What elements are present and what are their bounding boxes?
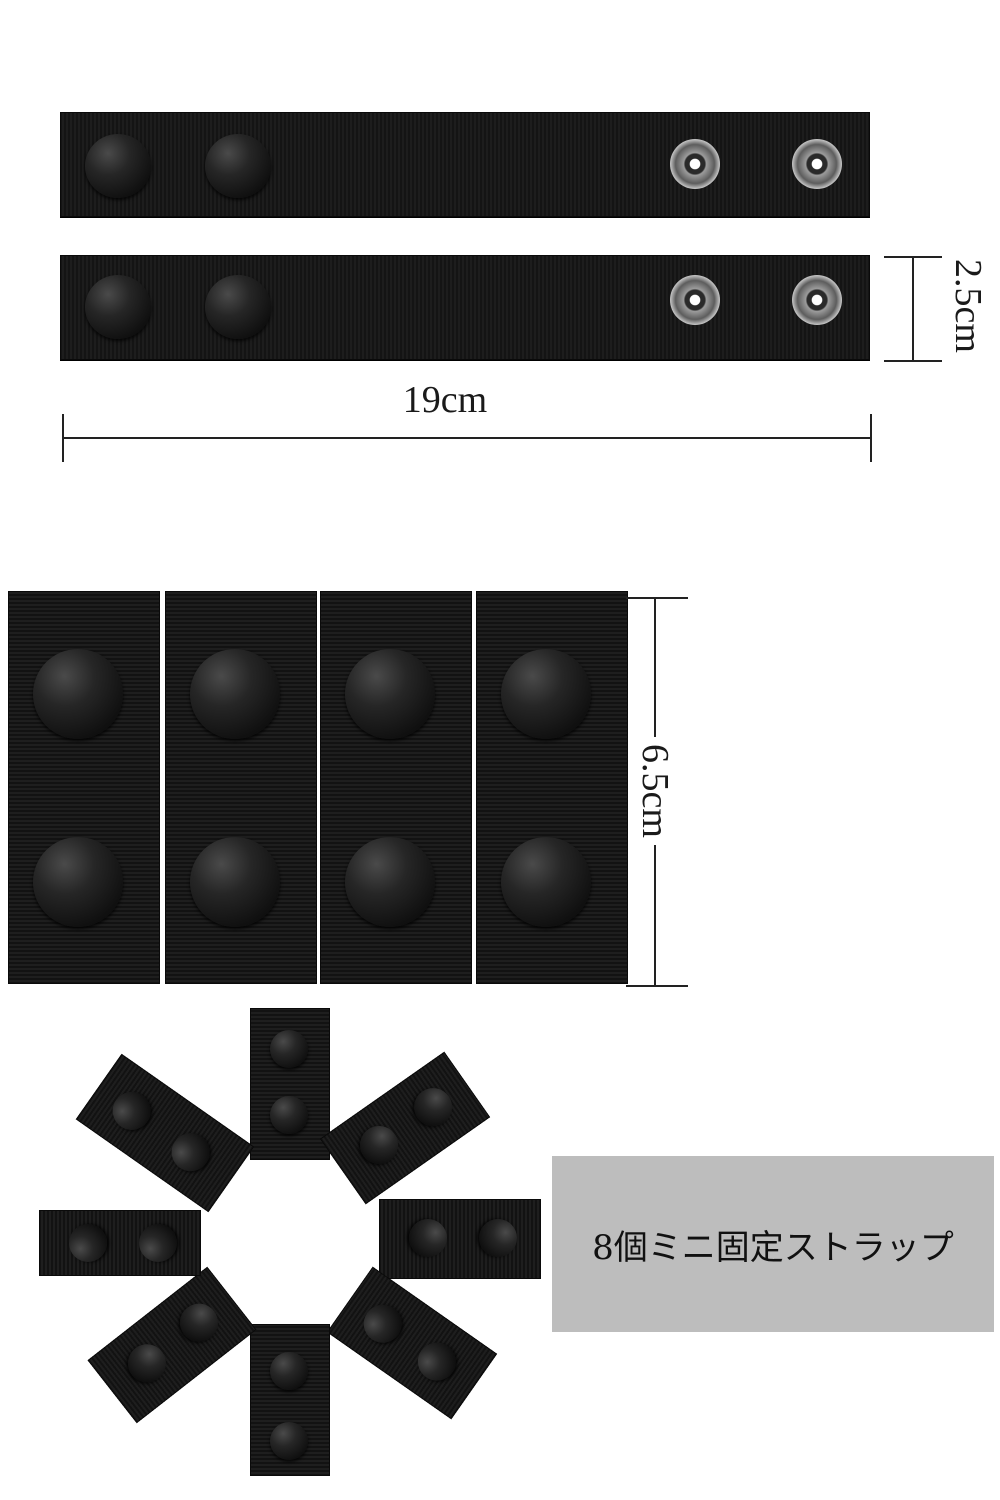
short-dimension-line-upper [654, 597, 656, 737]
snap-button-icon [270, 1352, 308, 1390]
short-dimension-top-tick [626, 597, 688, 599]
snap-button-icon [270, 1096, 308, 1134]
short-strap-2 [165, 591, 317, 984]
short-strap-4 [476, 591, 628, 984]
snap-button-icon [479, 1219, 517, 1257]
short-strap-3 [320, 591, 472, 984]
radial-strap-top-right [319, 1051, 491, 1205]
snap-button-icon [33, 837, 123, 927]
snap-button-icon [270, 1422, 308, 1460]
snap-button-icon [120, 1336, 174, 1390]
width-dimension-label: 2.5cm [947, 259, 989, 353]
short-dimension-bottom-tick [626, 985, 688, 987]
length-dimension-line [62, 437, 872, 439]
snap-button-icon [270, 1030, 308, 1068]
snap-button-icon [205, 275, 271, 339]
metal-eyelet-icon [670, 139, 720, 189]
snap-button-icon [501, 837, 591, 927]
snap-button-icon [33, 649, 123, 739]
snap-button-icon [164, 1125, 218, 1179]
short-dimension-label: 6.5cm [634, 744, 676, 838]
snap-button-icon [409, 1219, 447, 1257]
snap-button-icon [190, 649, 280, 739]
length-dimension-right-tick [870, 414, 872, 462]
snap-button-icon [501, 649, 591, 739]
metal-eyelet-icon [792, 139, 842, 189]
snap-button-icon [345, 837, 435, 927]
product-label-text: 8個ミニ固定ストラップ [592, 1227, 954, 1268]
radial-strap-top [250, 1008, 330, 1160]
long-strap-bottom [60, 255, 870, 360]
snap-button-icon [69, 1224, 107, 1262]
product-label-box: 8個ミニ固定ストラップ [552, 1156, 994, 1332]
radial-strap-left [39, 1210, 201, 1276]
radial-strap-bottom [250, 1324, 330, 1476]
width-dimension-line [912, 256, 914, 362]
snap-button-icon [172, 1295, 226, 1350]
short-strap-1 [8, 591, 160, 984]
short-dimension-line-lower [654, 845, 656, 987]
snap-button-icon [139, 1224, 177, 1262]
long-strap-top [60, 112, 870, 217]
snap-button-icon [410, 1335, 464, 1389]
snap-button-icon [190, 837, 280, 927]
radial-strap-top-left [75, 1053, 255, 1213]
length-dimension-label: 19cm [402, 379, 488, 421]
snap-button-icon [85, 134, 151, 198]
metal-eyelet-icon [792, 275, 842, 325]
snap-button-icon [105, 1084, 159, 1138]
length-dimension-left-tick [62, 414, 64, 462]
snap-button-icon [345, 649, 435, 739]
snap-button-icon [205, 134, 271, 198]
metal-eyelet-icon [670, 275, 720, 325]
radial-strap-right [379, 1199, 541, 1279]
snap-button-icon [406, 1080, 460, 1134]
snap-button-icon [356, 1297, 410, 1351]
snap-button-icon [85, 275, 151, 339]
snap-button-icon [352, 1118, 406, 1172]
radial-strap-bottom-right [326, 1266, 498, 1420]
radial-strap-bottom-left [87, 1266, 257, 1424]
